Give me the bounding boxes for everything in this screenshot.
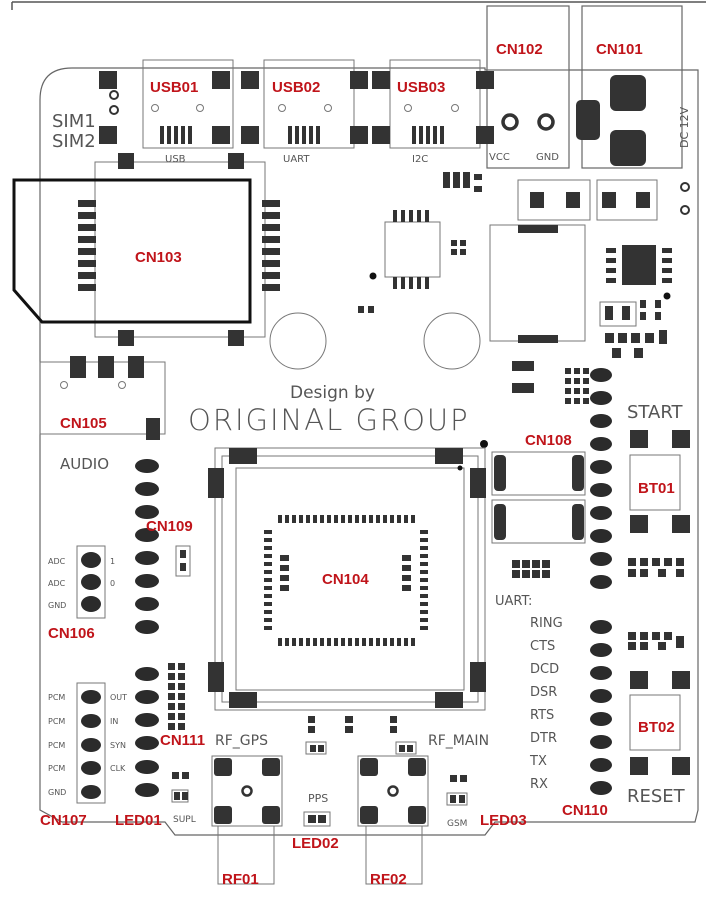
start-text: START <box>627 402 684 423</box>
dc-pad-2 <box>610 130 646 166</box>
pcm-text-3: PCM <box>48 741 65 750</box>
usb03-connector <box>372 59 494 149</box>
cn105-audio-jack <box>39 356 166 440</box>
top-components <box>358 172 690 358</box>
rf02-label: RF02 <box>370 871 407 888</box>
cn102-label: CN102 <box>496 41 543 58</box>
usb01-label: USB01 <box>150 79 198 96</box>
pcm-pin-in: IN <box>110 717 118 726</box>
cn109-pins <box>135 459 191 634</box>
bt01-label: BT01 <box>638 480 675 497</box>
uart-header <box>512 560 550 578</box>
vcc-text: VCC <box>489 152 510 163</box>
adc1-text: ADC <box>48 557 66 566</box>
rf01-connector <box>211 755 283 885</box>
sim1-text: SIM1 <box>52 111 96 132</box>
dc-pad-1 <box>610 75 646 111</box>
led02 <box>303 811 331 827</box>
uart-pin-tx: TX <box>529 754 547 769</box>
cn104-label: CN104 <box>322 571 369 588</box>
board-outline <box>39 67 699 836</box>
cn106-label: CN106 <box>48 625 95 642</box>
reset-text: RESET <box>627 786 686 807</box>
cn107-label: CN107 <box>40 812 87 829</box>
cn108-label: CN108 <box>525 432 572 449</box>
cn107-header <box>76 682 106 804</box>
led01 <box>171 772 189 803</box>
small-parts-bottom <box>305 716 417 755</box>
usb02-connector <box>241 59 368 149</box>
rf02-connector <box>357 755 429 885</box>
gnd-text: GND <box>536 152 559 163</box>
cn106-header <box>76 545 106 619</box>
cn105-label: CN105 <box>60 415 107 432</box>
bt01-button <box>629 430 690 533</box>
uart-pin-dcd: DCD <box>530 662 559 677</box>
vcc-pin <box>501 113 519 131</box>
i2c-text: I2C <box>412 154 428 165</box>
original-group-text: ORIGINAL GROUP <box>188 403 470 437</box>
bt02-label: BT02 <box>638 719 675 736</box>
adc-one-text: 1 <box>110 557 115 566</box>
cn102-body <box>486 5 570 169</box>
led01-label: LED01 <box>115 812 162 829</box>
sim-dot-1 <box>109 90 119 100</box>
uart-text: UART <box>283 154 310 165</box>
uart-pin-rx: RX <box>530 777 548 792</box>
led03 <box>446 775 468 806</box>
adc2-text: ADC <box>48 579 66 588</box>
cn110-label: CN110 <box>562 802 608 819</box>
led02-label: LED02 <box>292 835 339 852</box>
usb02-label: USB02 <box>272 79 320 96</box>
cn111-label: CN111 <box>160 732 205 749</box>
usb01-connector <box>99 59 234 149</box>
uart-pin-rts: RTS <box>530 708 554 723</box>
cn101-label: CN101 <box>596 41 643 58</box>
rf-gps-text: RF_GPS <box>215 733 268 749</box>
cn109-label: CN109 <box>146 518 193 535</box>
pcm-pin-clk: CLK <box>110 764 126 773</box>
cn101-body <box>581 5 683 169</box>
rf-main-text: RF_MAIN <box>428 733 489 749</box>
pcm-text-2: PCM <box>48 717 65 726</box>
dc-pad-3 <box>576 100 600 140</box>
design-by-text: Design by <box>290 383 375 403</box>
usb-text: USB <box>165 154 186 165</box>
pcm-pin-out: OUT <box>110 693 127 702</box>
cn111-pins <box>135 663 185 797</box>
adc-zero-text: 0 <box>110 579 115 588</box>
sim2-text: SIM2 <box>52 131 96 152</box>
pcm-text-1: PCM <box>48 693 65 702</box>
supl-text: SUPL <box>173 815 196 825</box>
gnd-pcm-text: GND <box>48 788 66 797</box>
bt02-smd <box>628 632 684 650</box>
bt01-smd <box>628 558 684 577</box>
rf01-label: RF01 <box>222 871 259 888</box>
cn108-area <box>480 361 589 544</box>
usb03-label: USB03 <box>397 79 445 96</box>
pcm-pin-syn: SYN <box>110 741 126 750</box>
uart-pin-dsr: DSR <box>530 685 557 700</box>
mount-hole-1 <box>269 312 327 370</box>
pps-text: PPS <box>308 792 328 805</box>
led03-label: LED03 <box>480 812 527 829</box>
audio-text: AUDIO <box>60 455 109 473</box>
dc12v-text: DC 12V <box>678 106 691 148</box>
cn103-label: CN103 <box>135 249 182 266</box>
uart-pin-ring: RING <box>530 616 563 631</box>
uart-pin-dtr: DTR <box>530 731 557 746</box>
sim-dot-2 <box>109 105 119 115</box>
gnd-adc-text: GND <box>48 601 66 610</box>
gnd-pin <box>537 113 555 131</box>
gsm-text: GSM <box>447 819 467 829</box>
mount-hole-2 <box>423 312 481 370</box>
bt02-button <box>629 671 690 775</box>
right-header-pins <box>590 368 612 795</box>
uart-header-text: UART: <box>495 594 532 609</box>
cn103-sim-holder <box>12 153 280 346</box>
pcm-text-4: PCM <box>48 764 65 773</box>
cn104-module <box>208 447 486 711</box>
uart-pin-cts: CTS <box>530 639 555 654</box>
